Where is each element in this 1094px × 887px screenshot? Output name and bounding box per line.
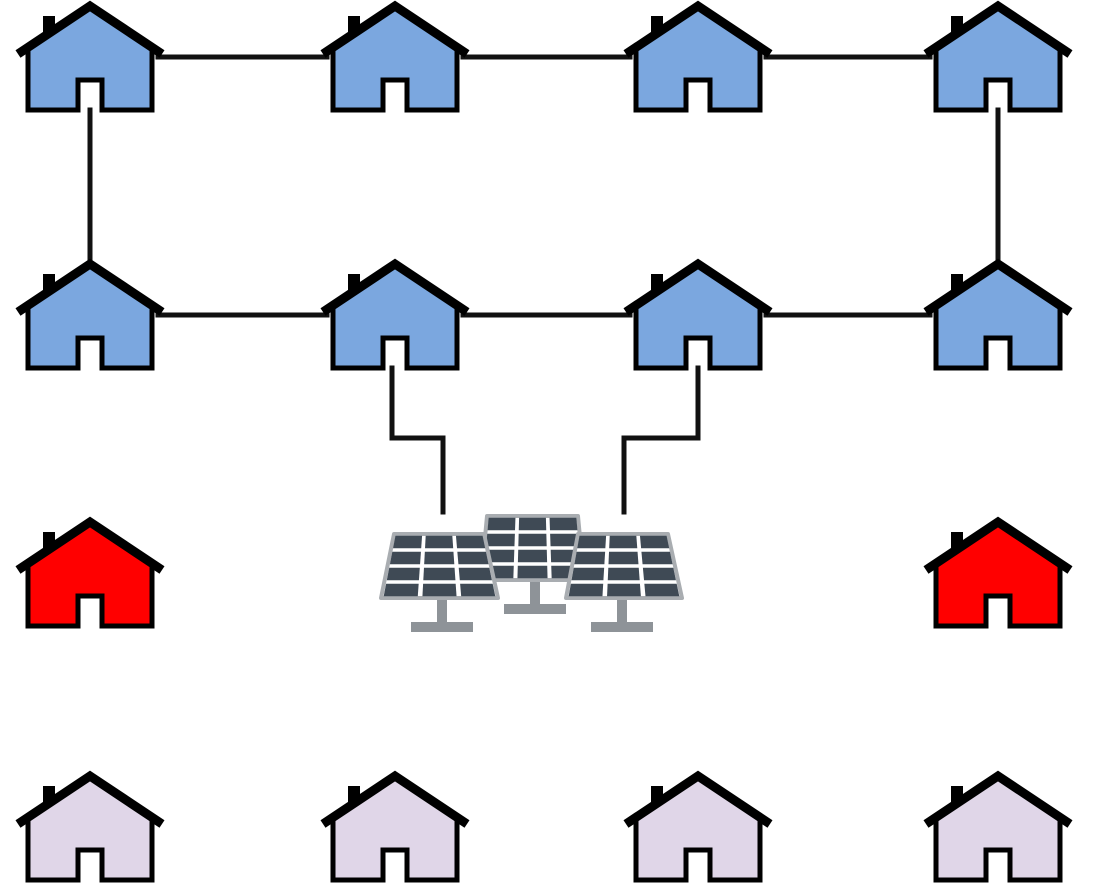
house-icon — [15, 0, 165, 113]
house-icon — [15, 516, 165, 629]
house-icon — [623, 258, 773, 371]
house-icon — [623, 770, 773, 883]
house-icon — [923, 0, 1073, 113]
house-icon — [923, 516, 1073, 629]
house-icon — [15, 258, 165, 371]
solar-panel-icon — [379, 514, 684, 632]
house-icon — [15, 770, 165, 883]
wire-layer — [87, 54, 1001, 515]
house-icon — [320, 0, 470, 113]
house-icon — [923, 258, 1073, 371]
house-layer — [15, 0, 1073, 883]
wire-link — [389, 365, 446, 515]
solar-array — [379, 514, 684, 632]
house-icon — [623, 0, 773, 113]
house-icon — [923, 770, 1073, 883]
house-icon — [320, 258, 470, 371]
wire-link — [621, 365, 701, 515]
house-icon — [320, 770, 470, 883]
